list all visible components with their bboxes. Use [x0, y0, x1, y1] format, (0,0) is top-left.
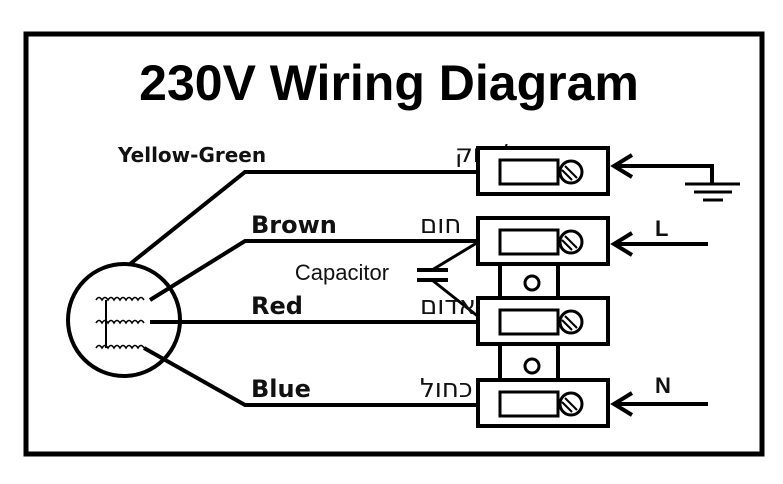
- label-brown-hebrew: חום: [420, 210, 461, 240]
- arrow-icon: [610, 391, 634, 417]
- label-red-hebrew: אדום: [420, 291, 476, 321]
- terminal-label-L: L: [655, 216, 668, 241]
- ground-supply-line: [610, 153, 714, 184]
- line-supply: [610, 231, 708, 257]
- terminal-ground: [476, 146, 610, 196]
- wire-brown: [148, 239, 480, 302]
- terminal-N: [476, 378, 610, 428]
- label-blue-hebrew: כחול: [420, 374, 473, 404]
- label-brown: Brown: [251, 211, 337, 239]
- terminal-link-upper: [498, 261, 560, 301]
- wire-yellow-green: [128, 170, 480, 266]
- link-screw-upper-icon: [523, 274, 541, 292]
- motor-windings-icon: [95, 296, 145, 350]
- label-yellow-green: Yellow-Green: [117, 143, 266, 167]
- wire-blue: [143, 346, 480, 407]
- arrow-icon: [610, 231, 634, 257]
- terminal-link-lower: [498, 341, 560, 385]
- label-blue: Blue: [251, 375, 311, 403]
- label-red: Red: [251, 292, 303, 320]
- terminal-label-N: N: [655, 373, 671, 398]
- neutral-supply: [610, 391, 708, 417]
- terminal-L: [476, 216, 610, 266]
- capacitor-symbol: [417, 239, 481, 320]
- ground-icon: [685, 182, 740, 202]
- arrow-icon: [610, 153, 634, 179]
- diagram-frame: [23, 31, 765, 457]
- terminal-middle: [476, 296, 610, 346]
- diagram-title: 230V Wiring Diagram: [139, 55, 639, 111]
- link-screw-lower-icon: [523, 357, 541, 375]
- capacitor-label: Capacitor: [295, 260, 389, 285]
